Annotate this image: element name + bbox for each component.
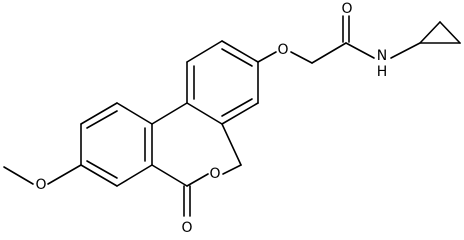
bond-ar-o-ether: [257, 51, 277, 63]
bond-lactone-3: [222, 164, 242, 175]
bond-n-cyclopropyl: [390, 42, 421, 59]
bond-ring-b-5-inner: [221, 98, 253, 117]
bond-o-ch3: [3, 166, 34, 185]
bond-ring-a-5: [80, 164, 118, 187]
atom-o-methoxy: O: [35, 177, 46, 193]
bond-ring-a-2: [116, 102, 153, 125]
atom-o-amide-carbonyl: O: [341, 1, 352, 17]
bond-lactone-1: [151, 164, 188, 187]
bond-ring-b-3-inner: [221, 48, 253, 67]
atom-n-amide: N: [377, 48, 387, 64]
bond-o-ch2: [290, 51, 313, 64]
bond-c-o-methoxy: [47, 164, 82, 185]
bond-ring-b-3: [221, 40, 259, 63]
bond-cyclopropyl-2: [439, 21, 461, 44]
bond-ring-a-1-inner: [86, 110, 118, 129]
atom-o-ether: O: [277, 42, 288, 58]
bond-cyclopropyl-1: [419, 21, 441, 44]
atom-o-lactone-carbonyl: O: [181, 220, 192, 236]
bond-ring-b-6: [186, 102, 223, 125]
bond-biaryl: [151, 102, 188, 125]
bond-ring-b-2: [186, 40, 223, 63]
atom-o-ring: O: [209, 166, 220, 182]
bond-lactone-2: [186, 173, 209, 187]
bonds: [3, 15, 461, 217]
bond-ch2-co: [311, 42, 347, 64]
bond-ring-b-to-lactone: [221, 123, 242, 166]
atom-labels: O O O O O N H: [35, 1, 387, 236]
bond-ring-b-5: [221, 102, 259, 125]
bond-co-n: [345, 42, 375, 59]
bond-ring-a-4: [116, 164, 153, 187]
bond-ring-a-5-inner: [86, 160, 118, 179]
atom-h-amide: H: [377, 64, 388, 80]
bond-ring-a-1: [80, 102, 118, 125]
